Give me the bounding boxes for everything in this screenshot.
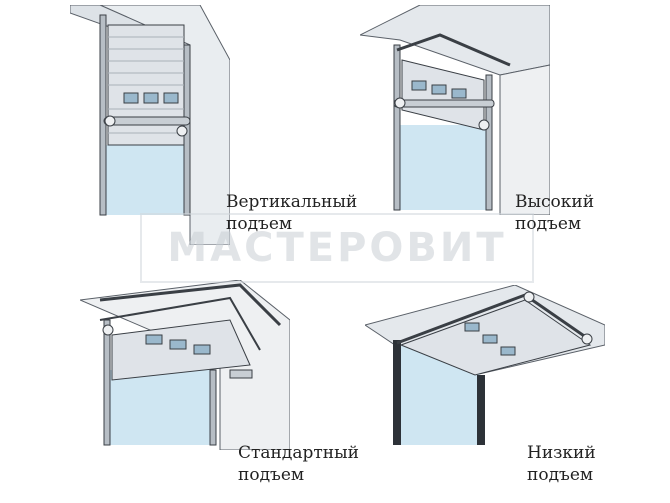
caption-high-line1: Высокий <box>515 192 595 212</box>
caption-high-line2: подъем <box>515 214 582 234</box>
low-lift-illustration <box>365 285 605 445</box>
vertical-lift-illustration <box>70 5 230 245</box>
caption-vertical: Вертикальный подъем <box>226 191 357 235</box>
caption-standard: Стандартный подъем <box>238 442 359 486</box>
caption-vertical-line2: подъем <box>226 214 293 234</box>
standard-lift-illustration <box>80 280 290 450</box>
caption-low-line2: подъем <box>527 465 594 485</box>
caption-low: Низкий подъем <box>527 442 596 486</box>
high-lift-illustration <box>360 5 550 215</box>
caption-vertical-line1: Вертикальный <box>226 192 358 212</box>
caption-low-line1: Низкий <box>527 443 596 463</box>
watermark: МАСТЕРОВИТ <box>140 213 534 283</box>
caption-high: Высокий подъем <box>515 191 594 235</box>
caption-standard-line2: подъем <box>238 465 305 485</box>
caption-standard-line1: Стандартный <box>238 443 359 463</box>
